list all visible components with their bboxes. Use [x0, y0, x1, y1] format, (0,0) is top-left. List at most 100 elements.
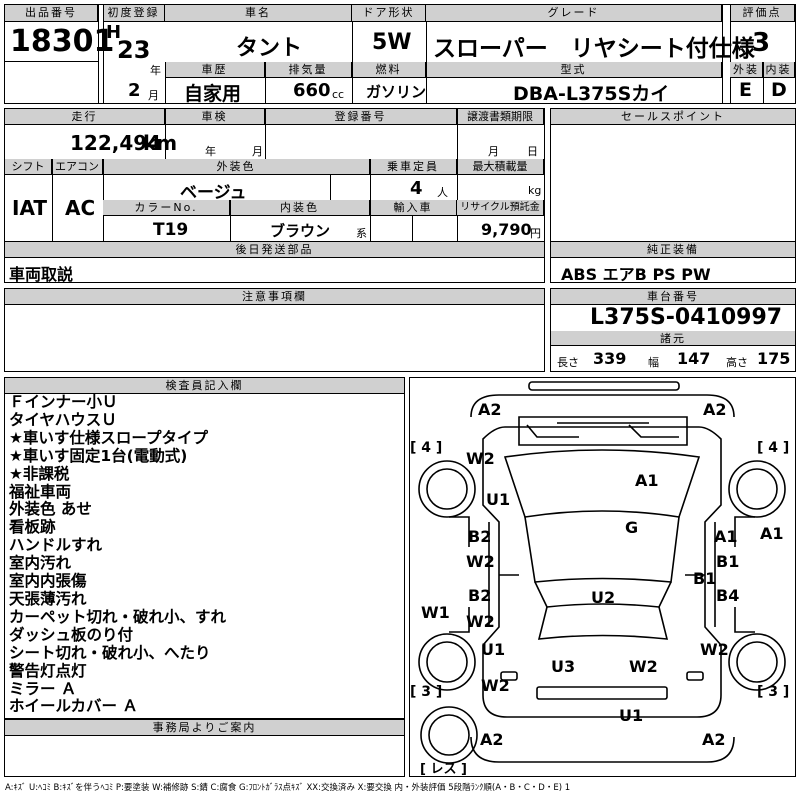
damage-mark: G [625, 518, 639, 537]
reg-no-label: 登録番号 [265, 109, 457, 125]
ac: AC [65, 196, 96, 220]
mileage-unit: km [143, 131, 178, 155]
transfer-label: 譲渡書類期限 [457, 109, 544, 125]
inspector-label: 検査員記入欄 [5, 378, 404, 394]
damage-mark: B4 [716, 586, 740, 605]
damage-mark: A1 [635, 471, 659, 490]
reg-year: 23 [117, 36, 151, 64]
transfer-day-unit: 日 [527, 145, 538, 158]
damage-mark: B2 [468, 527, 492, 546]
load-label: 最大積載量 [457, 159, 544, 175]
chassis-label: 車台番号 [551, 289, 795, 305]
equipment-label: 純正装備 [551, 242, 795, 258]
color-label: 外装色 [103, 159, 370, 175]
damage-mark: B2 [468, 586, 492, 605]
notes-label: 注意事項欄 [5, 289, 544, 305]
length: 339 [593, 349, 627, 368]
damage-mark: U1 [481, 640, 506, 659]
damage-mark: A2 [478, 400, 502, 419]
model-label: 型式 [426, 62, 722, 78]
tire-rear-right: [ 3 ] [757, 684, 790, 700]
car-name-label: 車名 [165, 5, 352, 22]
transfer-month-unit: 月 [488, 145, 499, 158]
color-no-label: カラーNo. [103, 200, 230, 216]
interior-color: ブラウン [270, 222, 331, 240]
inspector-note: ★車いす仕様スロープタイプ [9, 428, 208, 447]
exterior-label: 外装 [730, 62, 763, 78]
inspector-note: ダッシュ板のり付 [9, 625, 134, 644]
damage-mark: B1 [716, 552, 740, 571]
displacement-label: 排気量 [265, 62, 352, 78]
mileage: 122,494 [70, 131, 162, 155]
recycle-fee: 9,790 [481, 220, 532, 239]
damage-mark: A2 [480, 730, 504, 749]
width-label: 幅 [648, 356, 659, 369]
inspector-note: Ｆインナー小Ｕ [9, 393, 118, 411]
damage-mark: U1 [486, 490, 511, 509]
inspector-note: 福祉車両 [9, 482, 72, 501]
damage-mark: W2 [466, 449, 495, 468]
displacement-unit: cc [332, 88, 345, 101]
damage-diagram-box [409, 377, 796, 777]
interior-grade: D [771, 79, 787, 101]
grade: スローパー リヤシート付仕様 [433, 36, 755, 62]
inspector-note: ハンドルすれ [9, 536, 103, 555]
inspection-label: 車検 [165, 109, 265, 125]
car-name: タント [236, 36, 303, 61]
damage-mark: U3 [551, 657, 576, 676]
month-unit: 月 [148, 89, 159, 102]
shift-label: シフト [5, 159, 52, 175]
tire-rear-left: [ 3 ] [410, 684, 443, 700]
spare-tire: [ レス ] [420, 762, 467, 777]
office-label: 事務局よりご案内 [5, 720, 404, 736]
inspector-note: ホイールカバー Ａ [9, 697, 138, 716]
inspector-box [4, 377, 405, 719]
damage-mark: A1 [760, 524, 784, 543]
model: DBA-L375Sカイ [513, 83, 670, 105]
damage-mark: W2 [466, 552, 495, 571]
int-color-unit: 系 [356, 227, 367, 240]
car-outline-diagram [418, 381, 786, 764]
inspector-note: 看板跡 [9, 518, 56, 537]
sales-point-label: セールスポイント [551, 109, 795, 125]
score: 3 [752, 28, 771, 58]
score-label: 評価点 [730, 5, 795, 22]
door-label: ドア形状 [352, 5, 426, 22]
damage-mark: A2 [703, 400, 727, 419]
fuel: ガソリン [366, 83, 427, 101]
damage-mark: W2 [481, 676, 510, 695]
tire-front-right: [ 4 ] [757, 440, 790, 456]
history-label: 車歴 [165, 62, 265, 78]
inspector-note: 室内内張傷 [9, 572, 87, 591]
inspector-note: シート切れ・破れ小、へたり [9, 643, 211, 662]
inspector-note: ★車いす固定1台(電動式) [9, 446, 188, 465]
recycle-unit: 円 [530, 227, 541, 240]
inspector-note: 警告灯点灯 [9, 661, 87, 680]
length-label: 長さ [557, 356, 579, 369]
year-unit: 年 [150, 64, 161, 77]
color-no: T19 [153, 220, 189, 240]
later-parts-value: 車両取説 [9, 265, 74, 284]
capacity-unit: 人 [437, 186, 448, 199]
height: 175 [757, 349, 791, 368]
equipment-value: ABS エアB PS PW [561, 265, 711, 284]
inspector-note: 室内汚れ [9, 554, 72, 573]
first-reg-label: 初度登録 [103, 5, 165, 22]
import-label: 輸入車 [370, 200, 457, 216]
inspector-note: ★非課税 [9, 464, 70, 483]
legend: A:ｷｽﾞ U:ﾍｺﾐ B:ｷｽﾞを伴うﾍｺﾐ P:要塗装 W:補修跡 S:錆 … [5, 783, 571, 793]
interior-label: 内装 [763, 62, 795, 78]
chassis-number: L375S-0410997 [590, 305, 783, 330]
era: H [106, 22, 122, 43]
history: 自家用 [184, 83, 242, 105]
specs-label: 諸元 [551, 331, 795, 346]
lot-no: 18301 [10, 24, 115, 59]
inspector-note: 外装色 あせ [9, 500, 92, 519]
damage-mark: W2 [466, 612, 495, 631]
sales-point-box [550, 108, 796, 242]
grade-label: グレード [426, 5, 722, 22]
capacity: 4 [410, 178, 423, 199]
displacement: 660 [293, 80, 331, 101]
reg-month: 2 [128, 80, 141, 101]
inspector-note: タイヤハウスＵ [9, 410, 117, 429]
